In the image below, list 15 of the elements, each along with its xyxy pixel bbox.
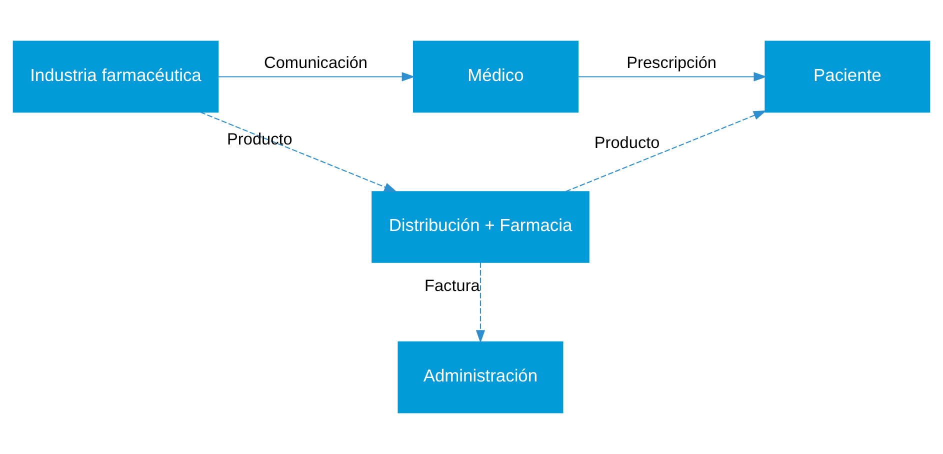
arrow [476, 262, 486, 344]
arrow [218, 72, 415, 82]
arrow [566, 110, 767, 192]
edge-label: Producto [594, 134, 660, 152]
edge-label: Prescripción [626, 54, 716, 72]
node-box: Médico [412, 40, 578, 113]
node-box: Paciente [764, 40, 930, 113]
edge-label: Producto [227, 130, 292, 148]
node-box: Industria farmacéutica [12, 40, 219, 113]
arrow [200, 112, 398, 192]
node-box: Administración [398, 341, 564, 414]
arrow [578, 72, 767, 82]
node-box: Distribución + Farmacia [372, 191, 590, 263]
edge-label: Comunicación [264, 54, 368, 72]
edge-label: Factura [424, 276, 480, 295]
